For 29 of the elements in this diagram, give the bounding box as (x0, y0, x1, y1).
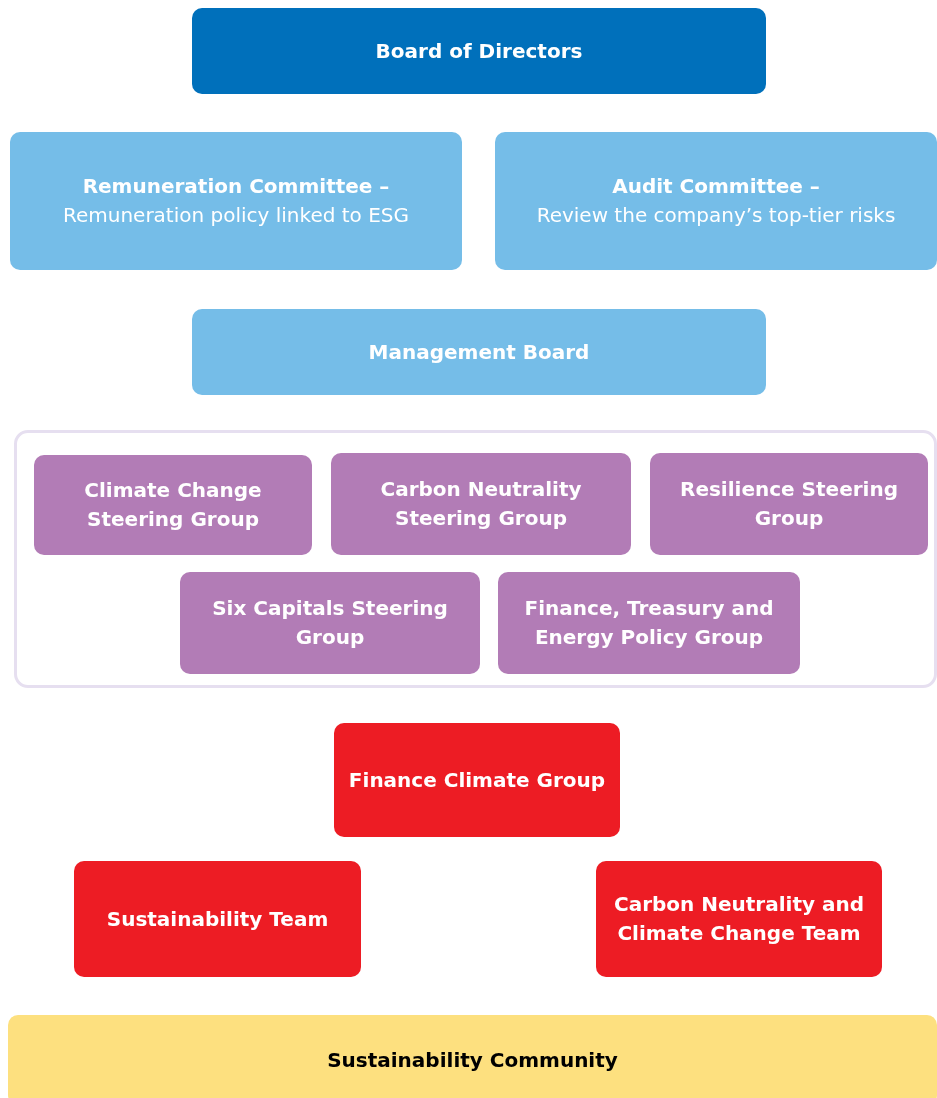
org-box (192, 309, 766, 395)
box-label: Six Capitals Steering Group (211, 595, 449, 651)
org-box (34, 455, 312, 555)
box-label: Sustainability Team (106, 905, 329, 933)
group-frame (14, 430, 937, 688)
org-box (10, 132, 462, 270)
org-box (331, 453, 631, 555)
box-heading: Audit Committee – (612, 173, 820, 200)
org-box (596, 861, 882, 977)
box-label: Board of Directors (375, 37, 583, 65)
org-box (192, 8, 766, 94)
box-label: Sustainability Community (327, 1046, 618, 1074)
org-box (74, 861, 361, 977)
org-box (180, 572, 480, 674)
box-label: Resilience Steering Group (679, 476, 899, 532)
box-description: Remuneration policy linked to ESG (62, 202, 410, 229)
box-label: Finance, Treasury and Energy Policy Group (523, 595, 775, 651)
box-label: Climate Change Steering Group (83, 477, 263, 533)
box-heading: Remuneration Committee – (82, 173, 390, 200)
org-box (495, 132, 937, 270)
org-box (498, 572, 800, 674)
org-box (650, 453, 928, 555)
box-label: Carbon Neutrality and Climate Change Team (612, 891, 866, 947)
org-box (334, 723, 620, 837)
box-label: Carbon Neutrality Steering Group (379, 476, 583, 532)
org-box (8, 1015, 937, 1098)
box-label: Management Board (368, 338, 590, 366)
box-description: Review the company’s top-tier risks (536, 202, 896, 229)
box-label: Finance Climate Group (348, 766, 606, 794)
